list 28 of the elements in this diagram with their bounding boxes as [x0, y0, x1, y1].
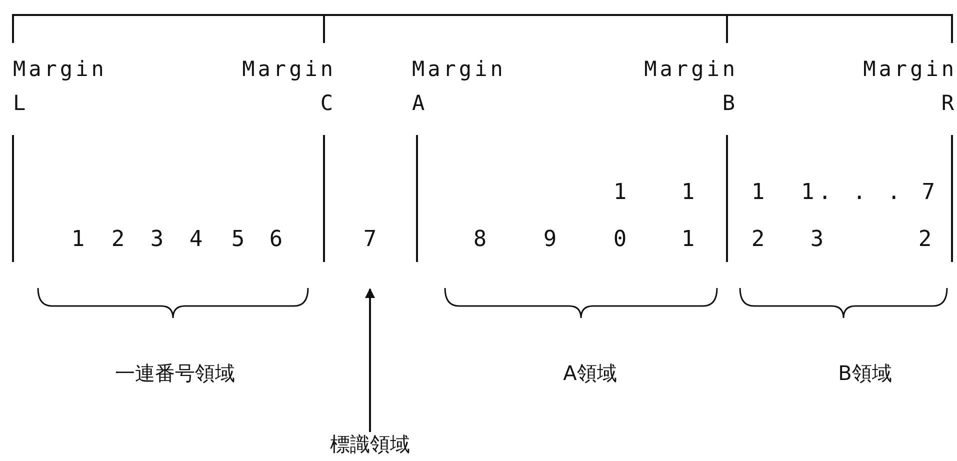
- area-label: 一連番号領域: [115, 363, 235, 383]
- column-number: 3: [810, 229, 824, 251]
- column-number: 7: [363, 229, 377, 251]
- column-number: 1. . . 7: [801, 182, 939, 204]
- margin-label: Margin R: [862, 56, 957, 117]
- area-label: B領域: [838, 363, 892, 383]
- column-number: 1: [681, 182, 695, 204]
- arrow: [365, 288, 375, 432]
- column-number: 9: [543, 229, 557, 251]
- area-label: A領域: [563, 363, 617, 383]
- margin-label: Margin B: [643, 56, 738, 117]
- column-number: 1: [71, 229, 85, 251]
- column-number: 3: [150, 229, 164, 251]
- margin-label: Margin L: [13, 56, 108, 117]
- column-number: 0: [613, 229, 627, 251]
- column-number: 8: [473, 229, 487, 251]
- column-number: 4: [189, 229, 203, 251]
- margin-label: Margin A: [412, 56, 507, 117]
- column-number: 2: [751, 229, 765, 251]
- column-number: 2: [111, 229, 125, 251]
- column-number: 2: [918, 229, 932, 251]
- margin-label: Margin C: [241, 56, 336, 117]
- column-number: 1: [681, 229, 695, 251]
- column-number: 6: [269, 229, 283, 251]
- area-label: 標識領域: [330, 434, 410, 454]
- column-number: 5: [231, 229, 245, 251]
- column-number: 1: [751, 182, 765, 204]
- column-number: 1: [613, 182, 627, 204]
